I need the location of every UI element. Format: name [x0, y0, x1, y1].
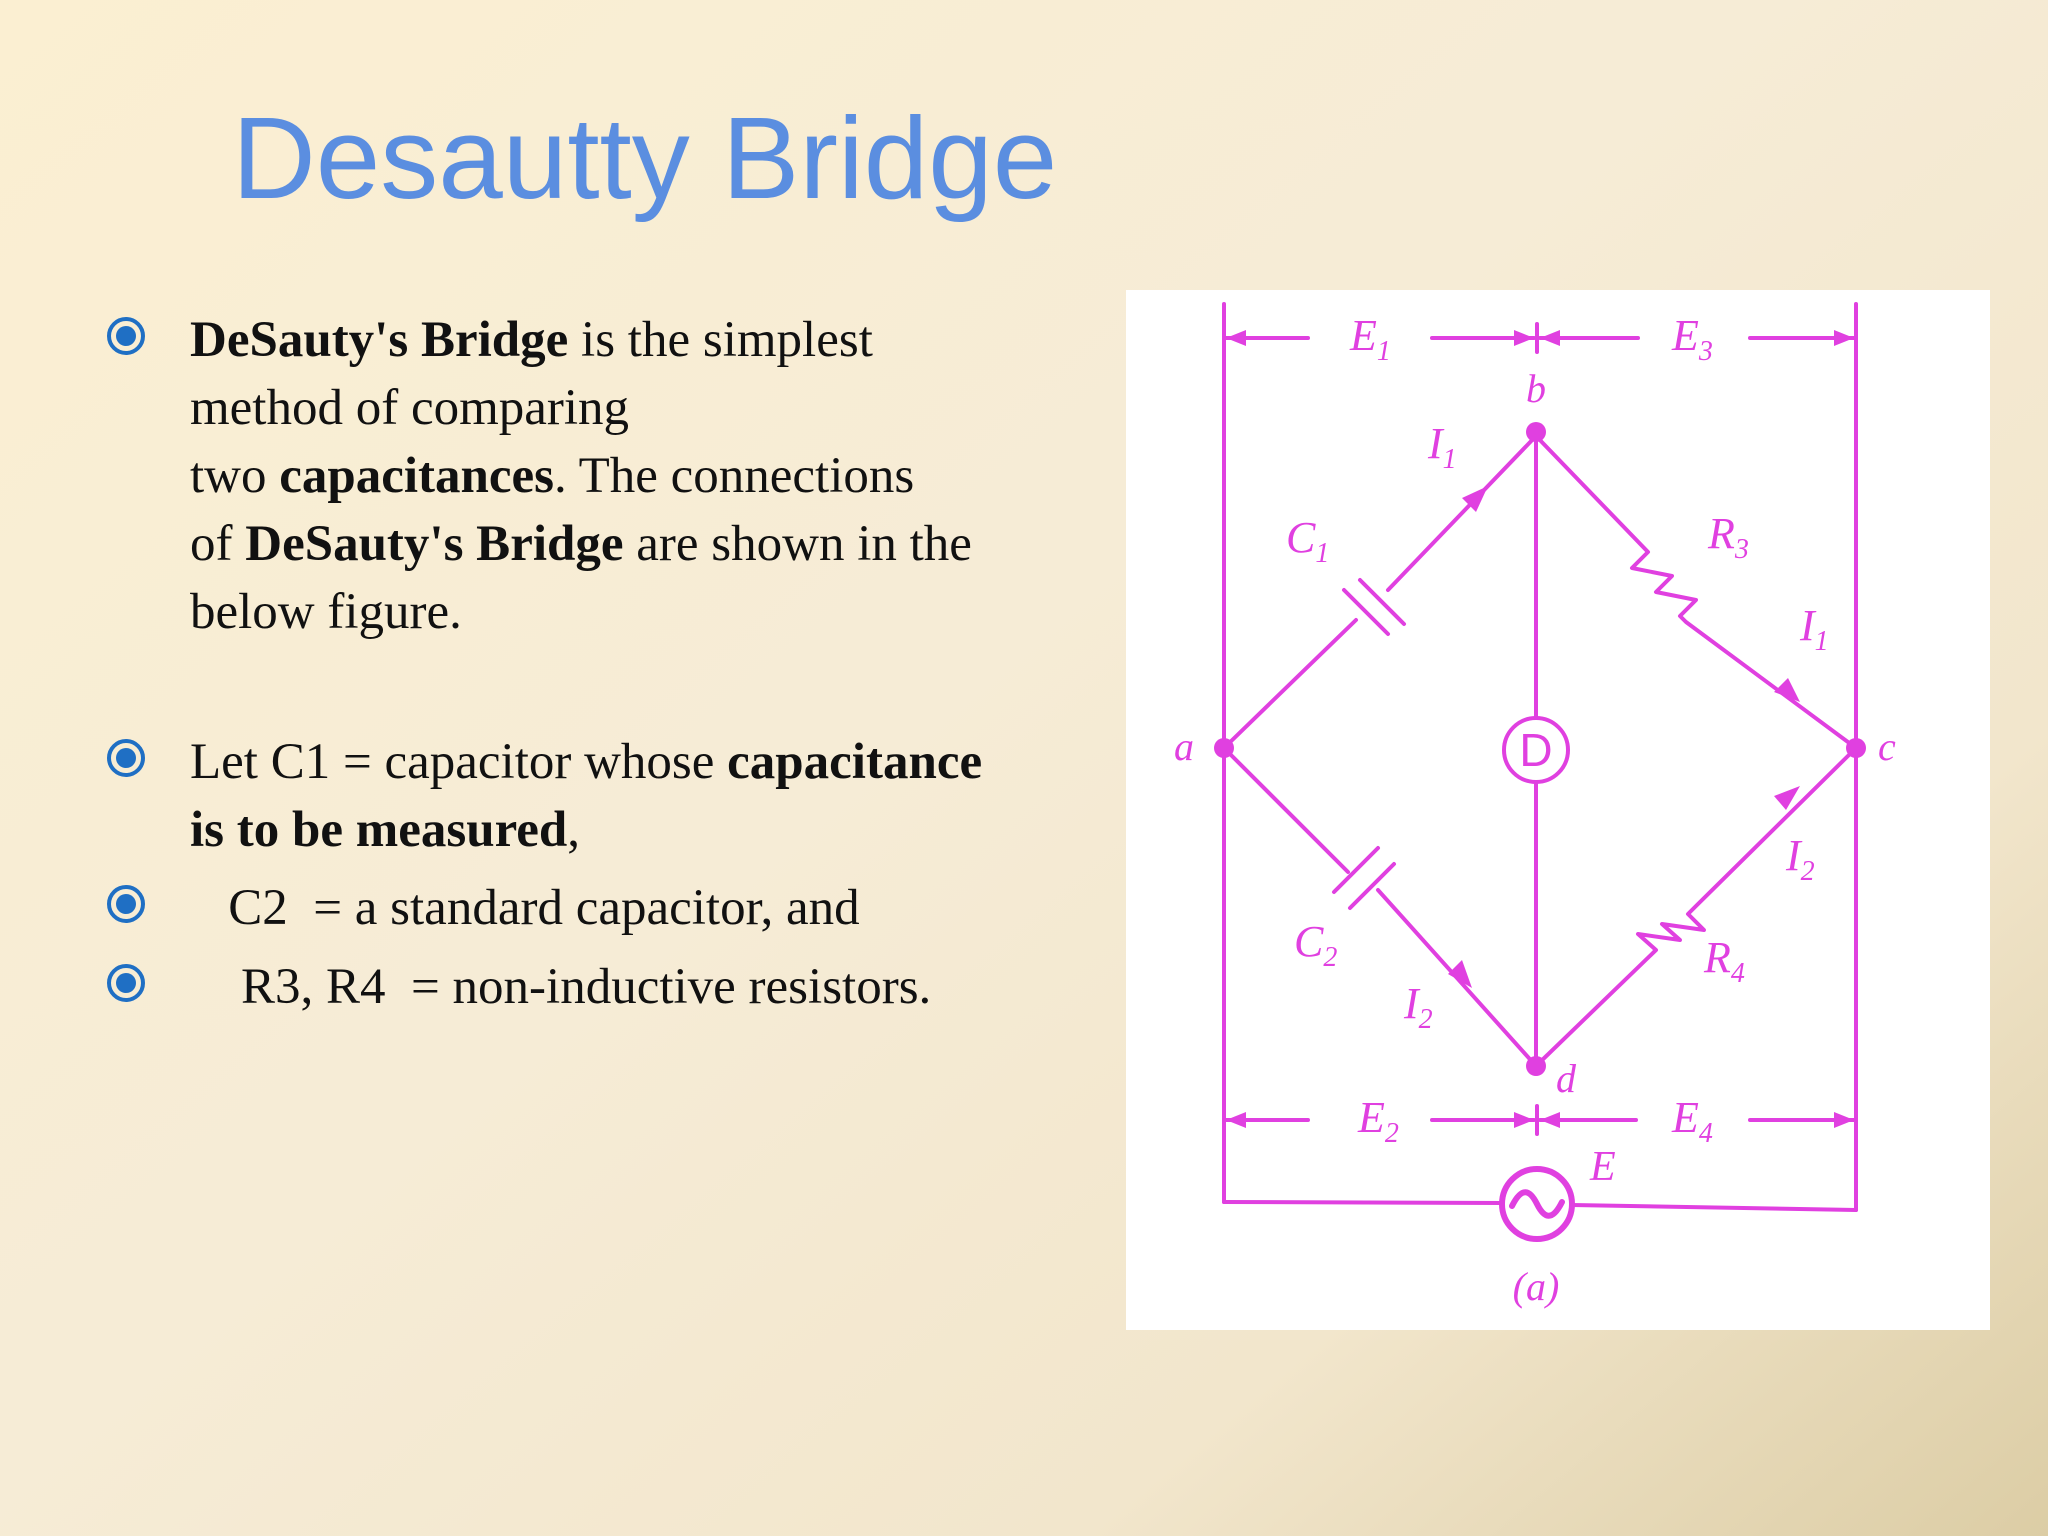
bold-term: capacitance [727, 734, 983, 790]
node-a [1214, 738, 1234, 758]
c1-plate-left [1342, 588, 1390, 636]
arrowhead [1834, 1112, 1854, 1128]
c1-plate-right [1358, 578, 1406, 626]
arrowhead [1540, 330, 1560, 346]
label-i2-right: I2 [1785, 831, 1815, 887]
bullet-circle-icon [107, 739, 145, 777]
bullet-4-text: R3, R4 = non-inductive resistors. [190, 953, 931, 1021]
text-line: method of comparing [190, 380, 630, 436]
text-span: , [567, 802, 581, 858]
text-span: is the simplest [568, 312, 873, 368]
label-i1-left: I1 [1427, 419, 1457, 475]
wire-a-c2 [1222, 746, 1350, 874]
bold-term: is to be measured [190, 802, 568, 858]
text-line: C2 = a standard capacitor, and [190, 880, 860, 936]
node-c [1846, 738, 1866, 758]
current-i2-right-arrow [1774, 786, 1800, 810]
bullet-1: DeSauty's Bridge is the simplest method … [104, 306, 972, 640]
node-b [1526, 422, 1546, 442]
label-e2: E2 [1357, 1093, 1399, 1149]
resistor-r4-wire [1534, 746, 1858, 1068]
current-i2-arrow [1448, 960, 1472, 988]
text-line: below figure. [190, 584, 462, 640]
bullet-4: R3, R4 = non-inductive resistors. [104, 953, 931, 1015]
arrowhead [1226, 1112, 1246, 1128]
wire-c1-b [1386, 434, 1538, 592]
figure-caption: (a) [1513, 1264, 1560, 1309]
text-span: are shown in the [623, 516, 972, 572]
label-c1: C1 [1286, 513, 1329, 569]
text-line: R3, R4 = non-inductive resistors. [190, 959, 932, 1015]
bullet-2: Let C1 = capacitor whose capacitance is … [104, 728, 982, 858]
bottom-wire-left [1222, 1200, 1504, 1205]
label-e4: E4 [1671, 1093, 1713, 1149]
text-span: two [190, 448, 280, 504]
slide-title: Desautty Bridge [232, 93, 1058, 223]
text-span: . The connections [554, 448, 915, 504]
label-i2-left: I2 [1403, 979, 1433, 1035]
wire-a-c1 [1222, 618, 1358, 750]
bold-term: capacitances [279, 448, 555, 504]
label-detector: D [1519, 724, 1552, 776]
label-r3: R3 [1707, 509, 1749, 565]
arrowhead [1540, 1112, 1560, 1128]
circuit-figure: E1 E3 b I1 C1 R3 I1 a c D I2 C2 R4 I2 d … [1126, 290, 1990, 1330]
bold-term: DeSauty's Bridge [245, 516, 624, 572]
bullet-3: C2 = a standard capacitor, and [104, 874, 860, 936]
label-node-c: c [1878, 724, 1896, 769]
arrowhead [1514, 1112, 1534, 1128]
bold-term: DeSauty's Bridge [190, 312, 569, 368]
label-source-e: E [1589, 1144, 1616, 1190]
ac-wave-icon [1509, 1189, 1565, 1219]
bullet-circle-icon [107, 885, 145, 923]
current-i1-right-arrow [1774, 678, 1800, 702]
bottom-wire-right [1570, 1203, 1858, 1212]
bullet-circle-icon [107, 317, 145, 355]
text-span: Let C1 = capacitor whose [190, 734, 728, 790]
label-r4: R4 [1703, 933, 1745, 989]
bullet-1-text: DeSauty's Bridge is the simplest method … [190, 306, 972, 646]
node-d [1526, 1056, 1546, 1076]
resistor-r3-wire [1534, 434, 1858, 750]
ac-source-circle [1499, 1166, 1575, 1242]
label-node-d: d [1556, 1056, 1577, 1101]
arrowhead [1514, 330, 1534, 346]
c2-plate-right [1348, 862, 1396, 910]
bullet-2-text: Let C1 = capacitor whose capacitance is … [190, 728, 982, 864]
arrowhead [1226, 330, 1246, 346]
text-span: of [190, 516, 246, 572]
label-c2: C2 [1294, 917, 1337, 973]
current-i1-arrow [1462, 486, 1488, 512]
label-e1: E1 [1349, 311, 1391, 367]
label-i1-right: I1 [1799, 601, 1829, 657]
bullet-3-text: C2 = a standard capacitor, and [190, 874, 860, 942]
c2-plate-left [1332, 846, 1380, 894]
label-node-a: a [1174, 724, 1194, 769]
bullet-circle-icon [107, 964, 145, 1002]
arrowhead [1834, 330, 1854, 346]
label-e3: E3 [1671, 311, 1713, 367]
desauty-bridge-diagram: E1 E3 b I1 C1 R3 I1 a c D I2 C2 R4 I2 d … [1174, 302, 1896, 1309]
label-node-b: b [1526, 366, 1546, 411]
